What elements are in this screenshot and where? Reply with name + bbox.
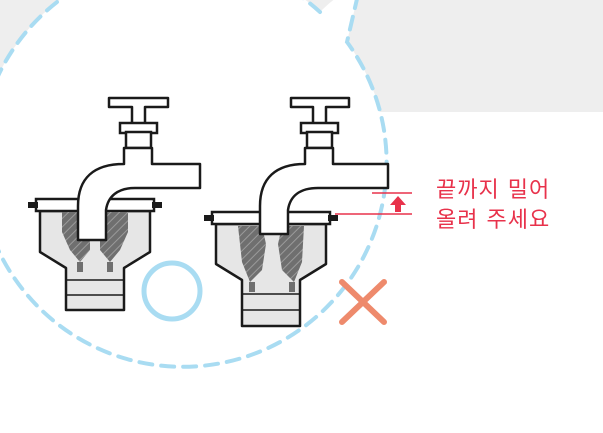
up-arrow-icon [335,192,412,215]
faucet-icon [76,96,202,242]
correct-assembly [28,96,203,322]
instruction-caption: 끝까지 밀어 올려 주세요 [436,176,550,236]
caption-line-1: 끝까지 밀어 [436,178,551,203]
x-mark-icon [339,279,387,325]
speech-bubble-outline [0,0,389,369]
incorrect-assembly [204,96,412,328]
faucet-icon [258,96,390,236]
circle-o-icon [141,260,203,322]
caption-line-2: 올려 주세요 [436,208,551,233]
